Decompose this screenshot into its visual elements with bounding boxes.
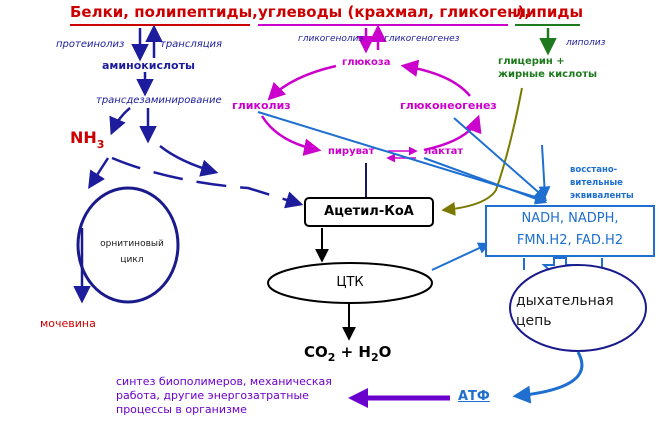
glycolysis-arc-2 (260, 115, 322, 156)
red-eq-from-gluconeogenesis (453, 117, 547, 200)
acetyl-coa-box (304, 197, 434, 227)
glycogenolysis-label: гликогенолиз (298, 34, 364, 44)
urea-label: мочевина (40, 317, 96, 330)
tca-label: ЦТК (336, 275, 364, 290)
synthesis-label-2: работа, другие энергозатратные (116, 389, 309, 402)
to-nh3-arrow (109, 107, 131, 136)
ornithine-cycle-ellipse (76, 186, 180, 304)
nadh-label-2: FMN.H2, FAD.H2 (516, 233, 624, 248)
proteolysis-label: протеинолиз (56, 39, 125, 50)
gluconeogenesis-arc-1 (423, 114, 482, 152)
resp-to-atp-arrow (512, 351, 584, 404)
reducing-eq-label-2: вительные (570, 178, 623, 188)
resp-chain-label-1: дыхательная (516, 293, 614, 309)
atp-label: АТФ (458, 389, 490, 404)
header-proteins: Белки, полипептиды, (70, 3, 258, 21)
nh3-to-ornithine-arrow (88, 157, 110, 189)
header-lipids: липиды (515, 3, 584, 21)
red-eq-from-pyruvate (423, 157, 548, 205)
pyruvate-label: пируват (328, 146, 375, 157)
ornithine-label-2: цикл (120, 255, 144, 265)
glycolysis-label: гликолиз (232, 99, 291, 112)
fatty-acids-label: жирные кислоты (498, 69, 598, 80)
gluconeogenesis-label: глюконеогенез (400, 99, 497, 112)
glycerol-label: глицерин + (498, 56, 565, 67)
header-carbohydrates: углеводы (крахмал, гликоген), (258, 3, 531, 21)
co2-h2o-label: CO2 + H2O (304, 343, 392, 364)
acetyl-coa-label: Ацетил-КоА (324, 204, 414, 219)
resp-chain-ellipse (509, 264, 647, 352)
glycogenesis-label: гликогеногенез (384, 34, 460, 44)
transdeamination-label: трансдезаминирование (96, 95, 222, 106)
red-eq-from-fattyacids (538, 144, 551, 199)
aminoacid-to-acetyl-dashed-2 (159, 145, 219, 177)
synthesis-label-1: синтез биополимеров, механическая (116, 375, 332, 388)
reducing-eq-label-3: эквиваленты (570, 191, 634, 201)
glycolysis-arc-1 (267, 64, 337, 101)
translation-label: трансляция (160, 39, 223, 50)
lactate-label: лактат (424, 146, 464, 157)
nadh-box (485, 205, 655, 257)
glucose-label: глюкоза (342, 57, 391, 68)
reducing-eq-label-1: восстано- (570, 165, 618, 175)
amino-acids-label: аминокислоты (102, 59, 195, 72)
ornithine-label-1: орнитиновый (100, 239, 164, 249)
aminoacid-to-acetyl-dashed (111, 156, 304, 209)
red-eq-from-tca (431, 242, 491, 271)
lipolysis-label: липолиз (566, 38, 606, 48)
nadh-label-1: NADH, NADPH, (521, 211, 619, 226)
gluconeogenesis-arc-2 (400, 59, 471, 97)
resp-chain-label-2: цепь (516, 313, 552, 329)
synthesis-label-3: процессы в организме (116, 403, 247, 416)
nh3-label: NH3 (70, 128, 105, 151)
